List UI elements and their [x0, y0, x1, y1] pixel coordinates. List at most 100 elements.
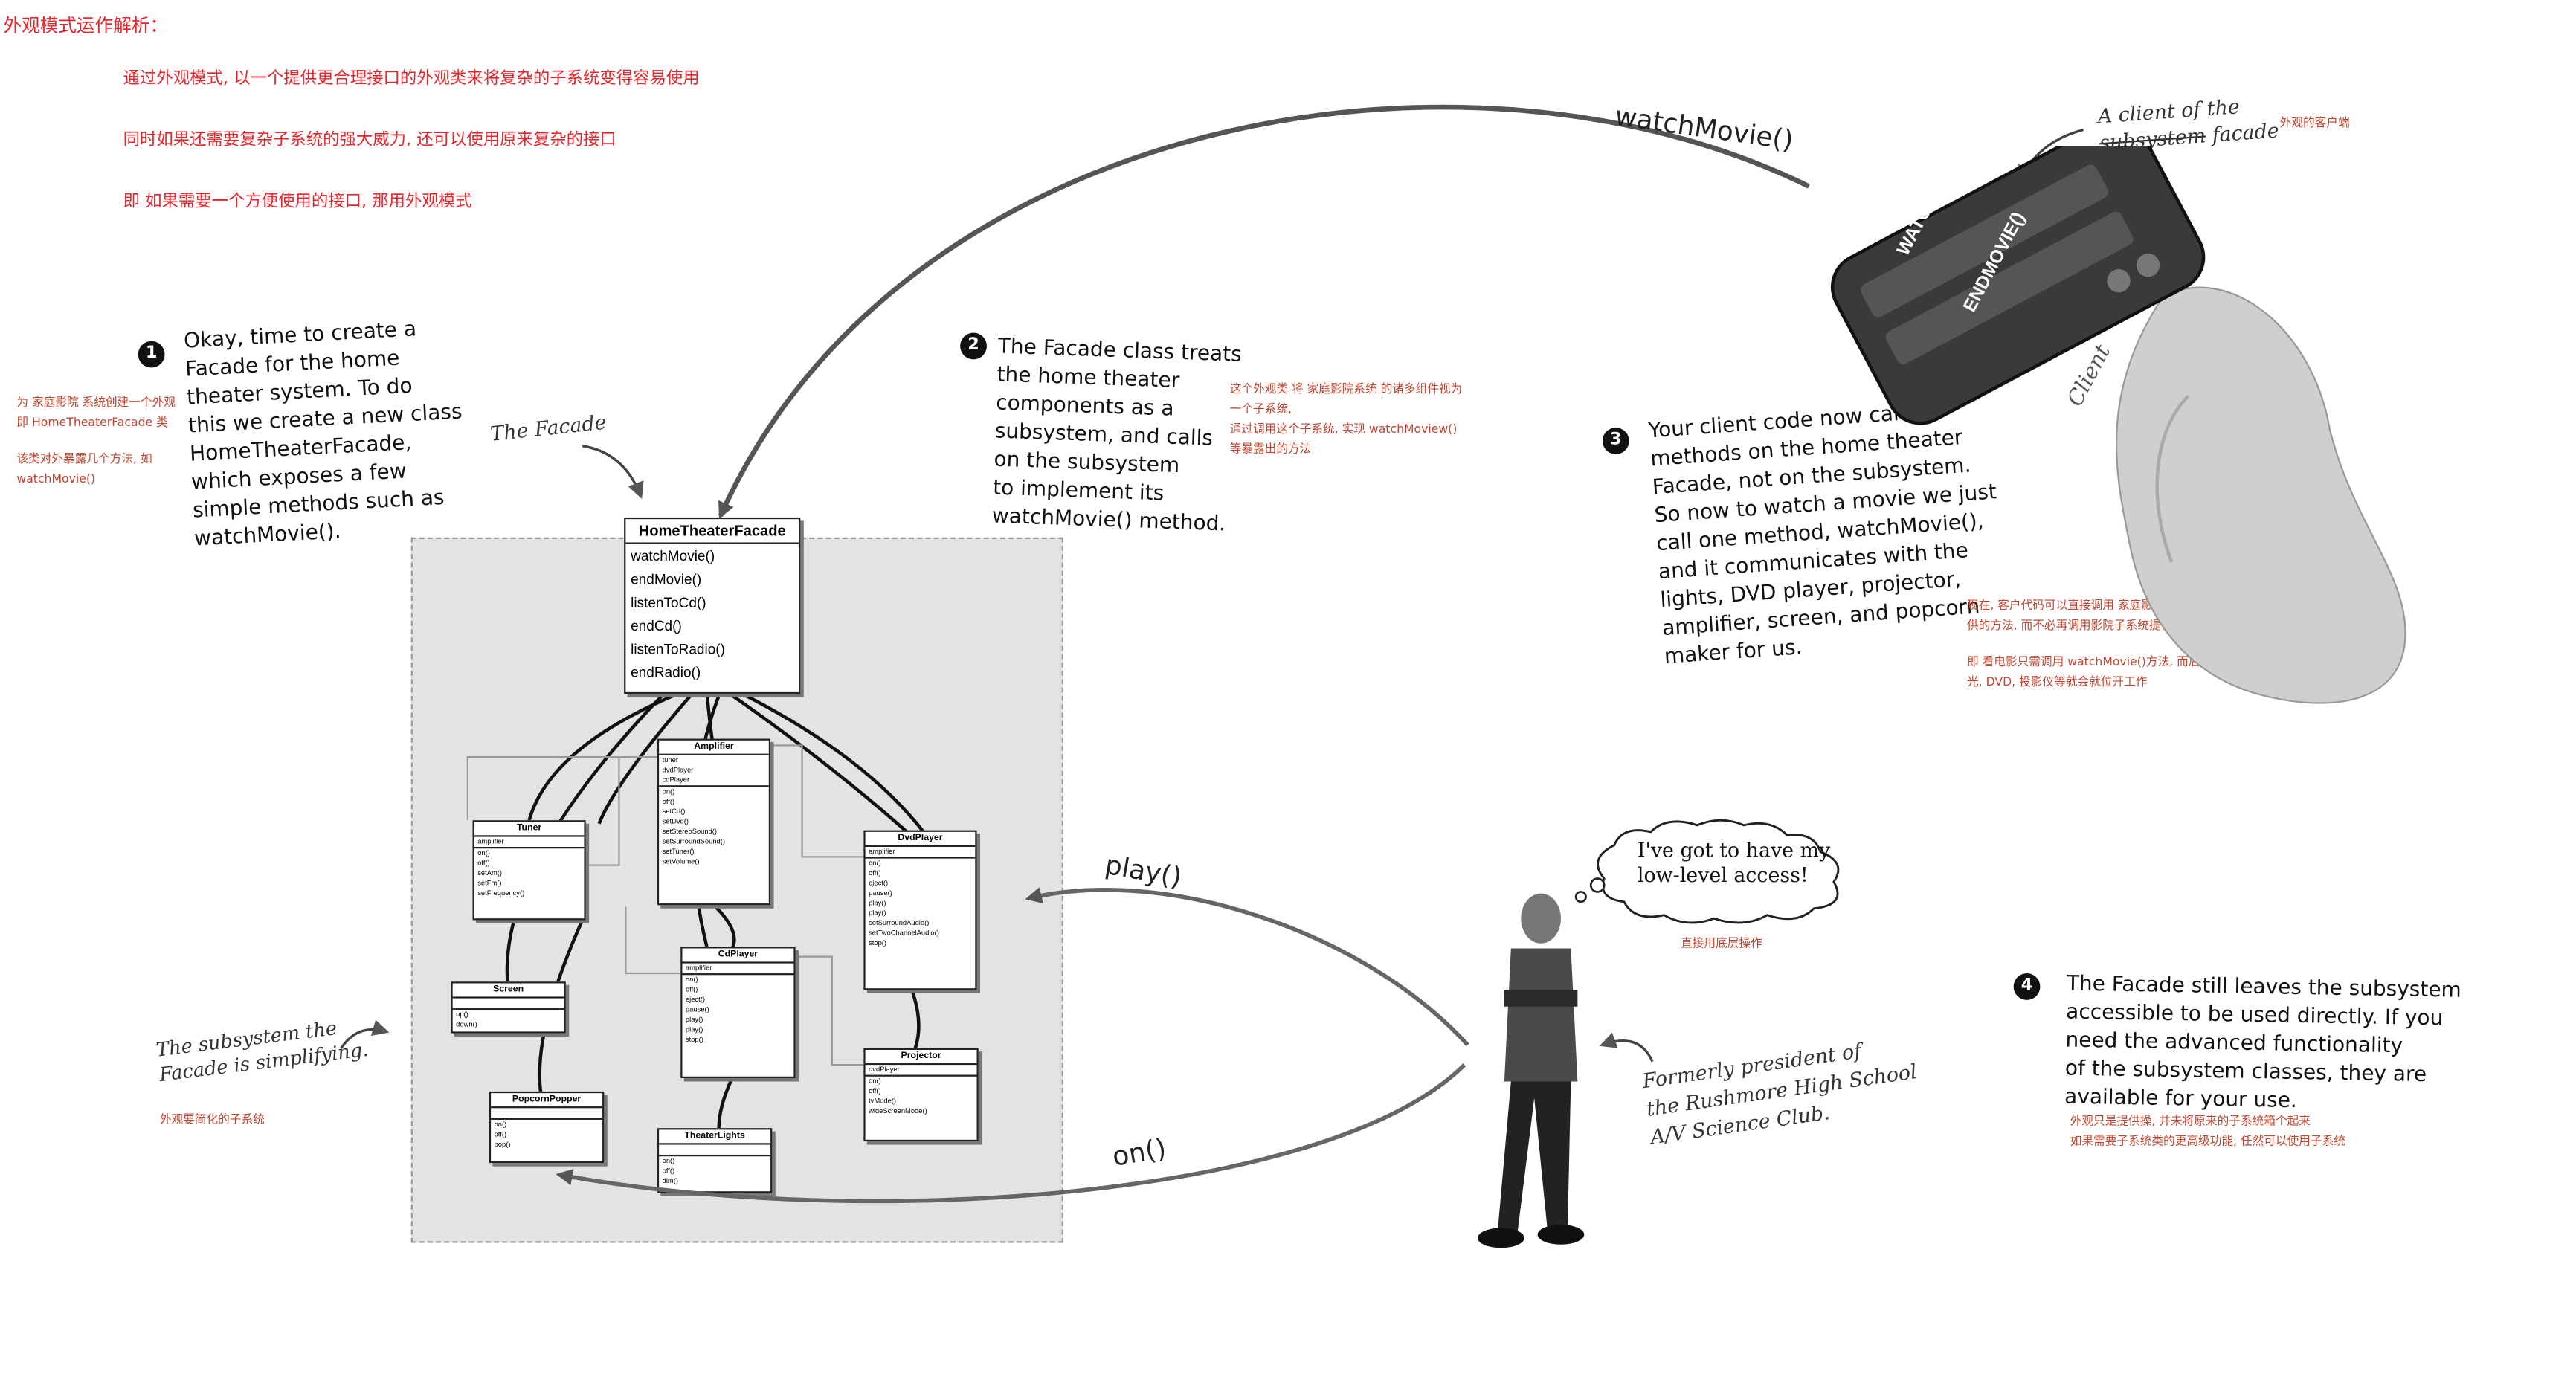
assoc-line — [795, 955, 866, 1066]
person-illustration — [1478, 893, 1585, 1248]
thought-line: I've got to have my — [1637, 838, 1831, 863]
link-cd-lights — [717, 1077, 734, 1129]
association-lines — [466, 744, 866, 1066]
thought-dot — [1589, 877, 1606, 893]
facade-class-box: HomeTheaterFacade watchMovie() endMovie(… — [624, 517, 801, 694]
class-methods: on() off() setAm() setFm() setFrequency(… — [474, 848, 585, 898]
tuner-class-box: Tuner amplifier on() off() setAm() setFm… — [472, 820, 586, 921]
class-methods: on() off() eject() pause() play() play()… — [682, 975, 793, 1045]
class-method: off() — [494, 1129, 507, 1138]
class-method: play() — [685, 1014, 703, 1024]
class-method: off() — [869, 1086, 881, 1095]
remote-btn-bar — [1885, 211, 2134, 364]
note-line: 通过调用这个子系统, 实现 watchMoview() — [1229, 422, 1458, 436]
watchmovie-arrow — [718, 104, 1810, 519]
hand-shape — [2115, 286, 2406, 704]
class-method: off() — [685, 984, 698, 993]
president-callout-arrow — [1599, 1032, 1654, 1063]
class-name: TheaterLights — [659, 1129, 771, 1145]
class-name: DvdPlayer — [865, 832, 976, 847]
class-method: pause() — [685, 1005, 709, 1013]
subsystem-callout-arrow — [340, 1019, 390, 1049]
direct-note: 直接用底层操作 — [1681, 936, 1762, 950]
class-attrs: amplifier — [474, 837, 585, 849]
class-attrs — [659, 1145, 771, 1157]
person-legs — [1497, 1081, 1571, 1231]
note-line: 光, DVD, 投影仪等就会就位开工作 — [1966, 675, 2148, 689]
class-method: stop() — [685, 1034, 703, 1044]
thought-line: low-level access! — [1637, 863, 1809, 887]
facade-class-name: HomeTheaterFacade — [625, 519, 799, 544]
class-attrs: amplifier — [682, 963, 794, 976]
assoc-line — [770, 744, 864, 858]
class-method: play() — [869, 908, 886, 917]
remote-btn-bar — [1861, 164, 2108, 317]
class-method: pop() — [494, 1139, 511, 1149]
class-methods: on() off() setCd() setDvd() setStereoSou… — [659, 787, 769, 866]
on-arrow — [556, 1063, 1466, 1204]
class-method: on() — [662, 1156, 675, 1165]
note-line: 这个外观类 将 家庭影院系统 的诸多组件视为 — [1229, 382, 1463, 396]
class-method: up() — [456, 1010, 468, 1019]
class-attrs: dvdPlayer — [865, 1065, 977, 1077]
thought-text: I've got to have my low-level access! — [1638, 839, 1830, 889]
facade-method: listenToRadio() — [631, 640, 725, 657]
intro-line-2: 同时如果还需要复杂子系统的强大威力, 还可以使用原来复杂的接口 — [123, 131, 616, 150]
link-facade-dvdplayer — [731, 694, 909, 834]
class-method: setSurroundAudio() — [869, 918, 930, 927]
class-methods: up() down() — [453, 1010, 564, 1030]
thought-cloud — [1597, 819, 1840, 924]
screen-class-box: Screen up() down() — [451, 981, 566, 1034]
class-method: on() — [662, 787, 675, 796]
step-3-badge: 3 — [1602, 428, 1629, 454]
dvdplayer-class-box: DvdPlayer amplifier on() off() eject() p… — [863, 830, 977, 990]
note-line: 为 家庭影院 系统创建一个外观 — [16, 396, 176, 410]
class-method: play() — [869, 898, 886, 907]
note-line: 该类对外暴露几个方法, 如 — [16, 452, 152, 466]
class-name: Projector — [865, 1050, 977, 1066]
class-method: setStereoSound() — [662, 827, 718, 836]
remote-round-btn — [2107, 268, 2131, 293]
thought-bubble — [1574, 819, 1840, 924]
class-attrs: amplifier — [865, 847, 976, 859]
class-method: wideScreenMode() — [869, 1106, 927, 1115]
note-line: 一个子系统, — [1229, 402, 1292, 416]
remote-group — [1830, 146, 2206, 425]
class-attr: amplifier — [685, 963, 712, 972]
class-name: PopcornPopper — [491, 1093, 603, 1109]
class-method: on() — [477, 848, 490, 857]
link-facade-amplifier — [705, 695, 714, 741]
class-name: CdPlayer — [682, 948, 794, 964]
note-line: 供的方法, 而不必再调用影院子系统提供的方法. — [1966, 619, 2212, 633]
note-line: 等暴露出的方法 — [1229, 442, 1312, 457]
facade-method: watchMovie() — [631, 547, 715, 564]
class-method: setTuner() — [662, 846, 695, 856]
note-line: 即 HomeTheaterFacade 类 — [16, 416, 168, 430]
theaterlights-class-box: TheaterLights on() off() dim() — [657, 1128, 773, 1193]
class-method: tvMode() — [869, 1096, 897, 1105]
class-method: on() — [685, 975, 698, 984]
note-line: 即 看电影只需调用 watchMovie()方法, 而后 大 — [1966, 655, 2216, 669]
step-1-note: 为 家庭影院 系统创建一个外观 即 HomeTheaterFacade 类 该类… — [16, 393, 176, 489]
class-method: play() — [685, 1025, 703, 1034]
link-facade-tuner — [527, 694, 675, 821]
link-amp-cd — [714, 905, 736, 950]
class-attr: dvdPlayer — [869, 1065, 900, 1074]
class-attrs — [452, 999, 564, 1010]
hand-remote-illustration — [1830, 146, 2406, 704]
amplifier-class-box: Amplifier tuner dvdPlayer cdPlayer on() … — [657, 738, 771, 906]
class-method: eject() — [685, 995, 705, 1004]
class-method: on() — [494, 1119, 507, 1129]
facade-methods: watchMovie() endMovie() listenToCd() end… — [625, 544, 799, 684]
class-method: setSurroundSound() — [662, 836, 726, 845]
class-method: off() — [477, 858, 490, 867]
class-method: setCd() — [662, 807, 686, 816]
popcornpopper-class-box: PopcornPopper on() off() pop() — [489, 1091, 605, 1164]
step-1-badge: 1 — [138, 341, 165, 368]
heading: 外观模式运作解析： — [3, 15, 169, 37]
facade-links — [505, 694, 925, 1129]
class-method: on() — [869, 1076, 881, 1085]
class-attr: amplifier — [477, 836, 504, 845]
